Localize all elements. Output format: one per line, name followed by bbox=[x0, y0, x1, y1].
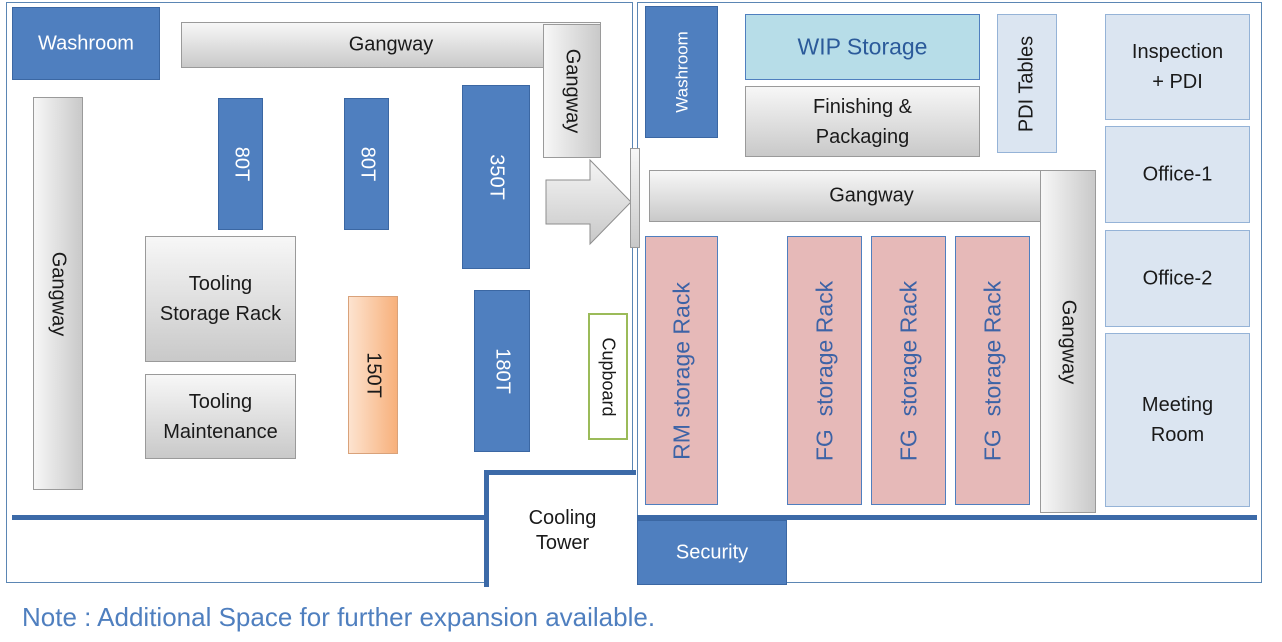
cupboard-label: Cupboard bbox=[598, 336, 619, 417]
press-150t: 150T bbox=[348, 296, 398, 454]
office-1: Office-1 bbox=[1105, 126, 1250, 223]
press-350t: 350T bbox=[462, 85, 530, 269]
press-80t-b: 80T bbox=[344, 98, 389, 230]
security-label: Security bbox=[675, 541, 749, 563]
meeting-room-label: Meeting Room bbox=[1141, 394, 1214, 446]
cooling-tower-label: Cooling Tower bbox=[528, 507, 597, 554]
washroom-right-label: Washroom bbox=[671, 31, 691, 113]
gangway-top-label: Gangway bbox=[348, 33, 434, 56]
rm-rack-label: RM storage Rack bbox=[668, 281, 695, 460]
press-150t-label: 150T bbox=[362, 352, 385, 398]
gangway-top: Gangway bbox=[181, 22, 601, 68]
gangway-right-vert: Gangway bbox=[1040, 170, 1096, 513]
gangway-right-label: Gangway bbox=[561, 48, 584, 134]
tooling-maintenance: Tooling Maintenance bbox=[145, 374, 296, 459]
finishing-packaging: Finishing & Packaging bbox=[745, 86, 980, 157]
expansion-note: Note : Additional Space for further expa… bbox=[22, 602, 656, 632]
inspection-label: Inspection + PDI bbox=[1131, 41, 1224, 93]
fg-storage-rack-2: FG storage Rack bbox=[871, 236, 946, 505]
press-350t-label: 350T bbox=[485, 154, 508, 200]
press-80t-a: 80T bbox=[218, 98, 263, 230]
washroom-left-label: Washroom bbox=[38, 32, 134, 54]
rm-storage-rack: RM storage Rack bbox=[645, 236, 718, 505]
cupboard: Cupboard bbox=[588, 313, 628, 440]
fg-storage-rack-1: FG storage Rack bbox=[787, 236, 862, 505]
tooling-storage-rack: Tooling Storage Rack bbox=[145, 236, 296, 362]
gangway-right-vertical: Gangway bbox=[543, 24, 601, 158]
gangway-vertical-label: Gangway bbox=[1057, 299, 1080, 384]
press-80t-a-label: 80T bbox=[230, 146, 252, 182]
left-bottom-wall bbox=[12, 515, 484, 520]
office-2: Office-2 bbox=[1105, 230, 1250, 327]
gangway-right-horizontal: Gangway bbox=[649, 170, 1094, 222]
press-80t-b-label: 80T bbox=[356, 146, 378, 182]
right-building-outline bbox=[637, 2, 1262, 583]
press-180t-label: 180T bbox=[491, 348, 514, 394]
cooling-tower: Cooling Tower bbox=[484, 470, 636, 587]
office-1-label: Office-1 bbox=[1142, 163, 1213, 185]
door-strip bbox=[630, 148, 640, 248]
fg-rack-2-label: FG storage Rack bbox=[895, 280, 922, 461]
right-bottom-wall bbox=[637, 515, 1257, 520]
washroom-right: Washroom bbox=[645, 6, 718, 138]
left-building-outline bbox=[6, 2, 633, 583]
fg-storage-rack-3: FG storage Rack bbox=[955, 236, 1030, 505]
fg-rack-3-label: FG storage Rack bbox=[979, 280, 1006, 461]
inspection-pdi-room: Inspection + PDI bbox=[1105, 14, 1250, 120]
meeting-room: Meeting Room bbox=[1105, 333, 1250, 507]
security: Security bbox=[637, 520, 787, 585]
tooling-maintenance-label: Tooling Maintenance bbox=[163, 390, 278, 443]
finishing-packaging-label: Finishing & Packaging bbox=[813, 95, 912, 148]
wip-storage-label: WIP Storage bbox=[797, 33, 928, 60]
flow-arrow-icon bbox=[545, 158, 632, 246]
fg-rack-1-label: FG storage Rack bbox=[811, 280, 838, 461]
tooling-storage-label: Tooling Storage Rack bbox=[159, 273, 282, 325]
gangway-left-label: Gangway bbox=[47, 251, 70, 336]
gangway-horizontal-label: Gangway bbox=[829, 184, 914, 207]
press-180t: 180T bbox=[474, 290, 530, 452]
gangway-left-vertical: Gangway bbox=[33, 97, 83, 490]
wip-storage: WIP Storage bbox=[745, 14, 980, 80]
office-2-label: Office-2 bbox=[1142, 267, 1213, 289]
pdi-tables-label: PDI Tables bbox=[1015, 35, 1038, 132]
washroom-left: Washroom bbox=[12, 7, 160, 80]
pdi-tables: PDI Tables bbox=[997, 14, 1057, 153]
